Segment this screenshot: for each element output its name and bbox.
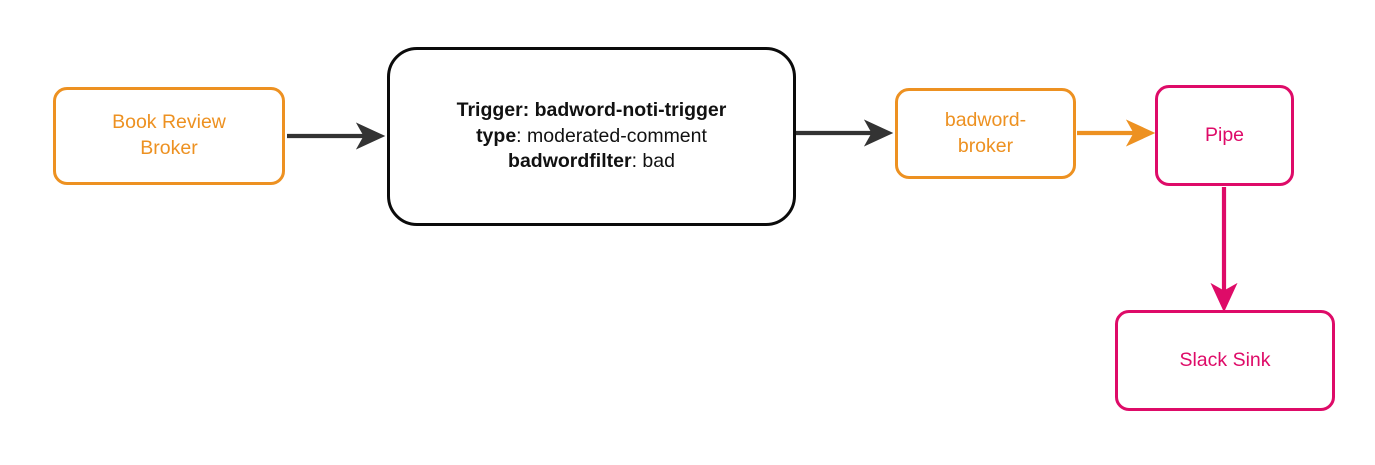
trigger-line-name: Trigger: badword-noti-trigger (457, 98, 727, 124)
node-badword-broker[interactable]: badword- broker (895, 88, 1076, 179)
node-badword-noti-trigger[interactable]: Trigger: badword-noti-trigger type: mode… (387, 47, 796, 226)
trigger-line-type: type: moderated-comment (457, 124, 727, 150)
trigger-line-name-value: badword-noti-trigger (534, 98, 727, 121)
node-book-review-broker[interactable]: Book Review Broker (53, 87, 285, 185)
node-slack-sink-label: Slack Sink (1179, 348, 1271, 371)
trigger-line-name-key: Trigger: (456, 98, 530, 121)
trigger-line-badwordfilter-key: badwordfilter (508, 150, 632, 173)
node-book-review-broker-label: Book Review Broker (112, 111, 226, 159)
trigger-line-badwordfilter: badwordfilter: bad (457, 149, 727, 175)
trigger-text-block: Trigger: badword-noti-trigger type: mode… (439, 98, 745, 175)
node-pipe[interactable]: Pipe (1155, 85, 1294, 186)
trigger-line-badwordfilter-value: : bad (631, 150, 675, 173)
trigger-line-type-key: type (476, 124, 517, 147)
trigger-line-type-value: : moderated-comment (516, 124, 707, 147)
node-pipe-label: Pipe (1204, 123, 1245, 146)
node-slack-sink[interactable]: Slack Sink (1115, 310, 1335, 411)
node-badword-broker-label: badword- broker (944, 108, 1027, 157)
